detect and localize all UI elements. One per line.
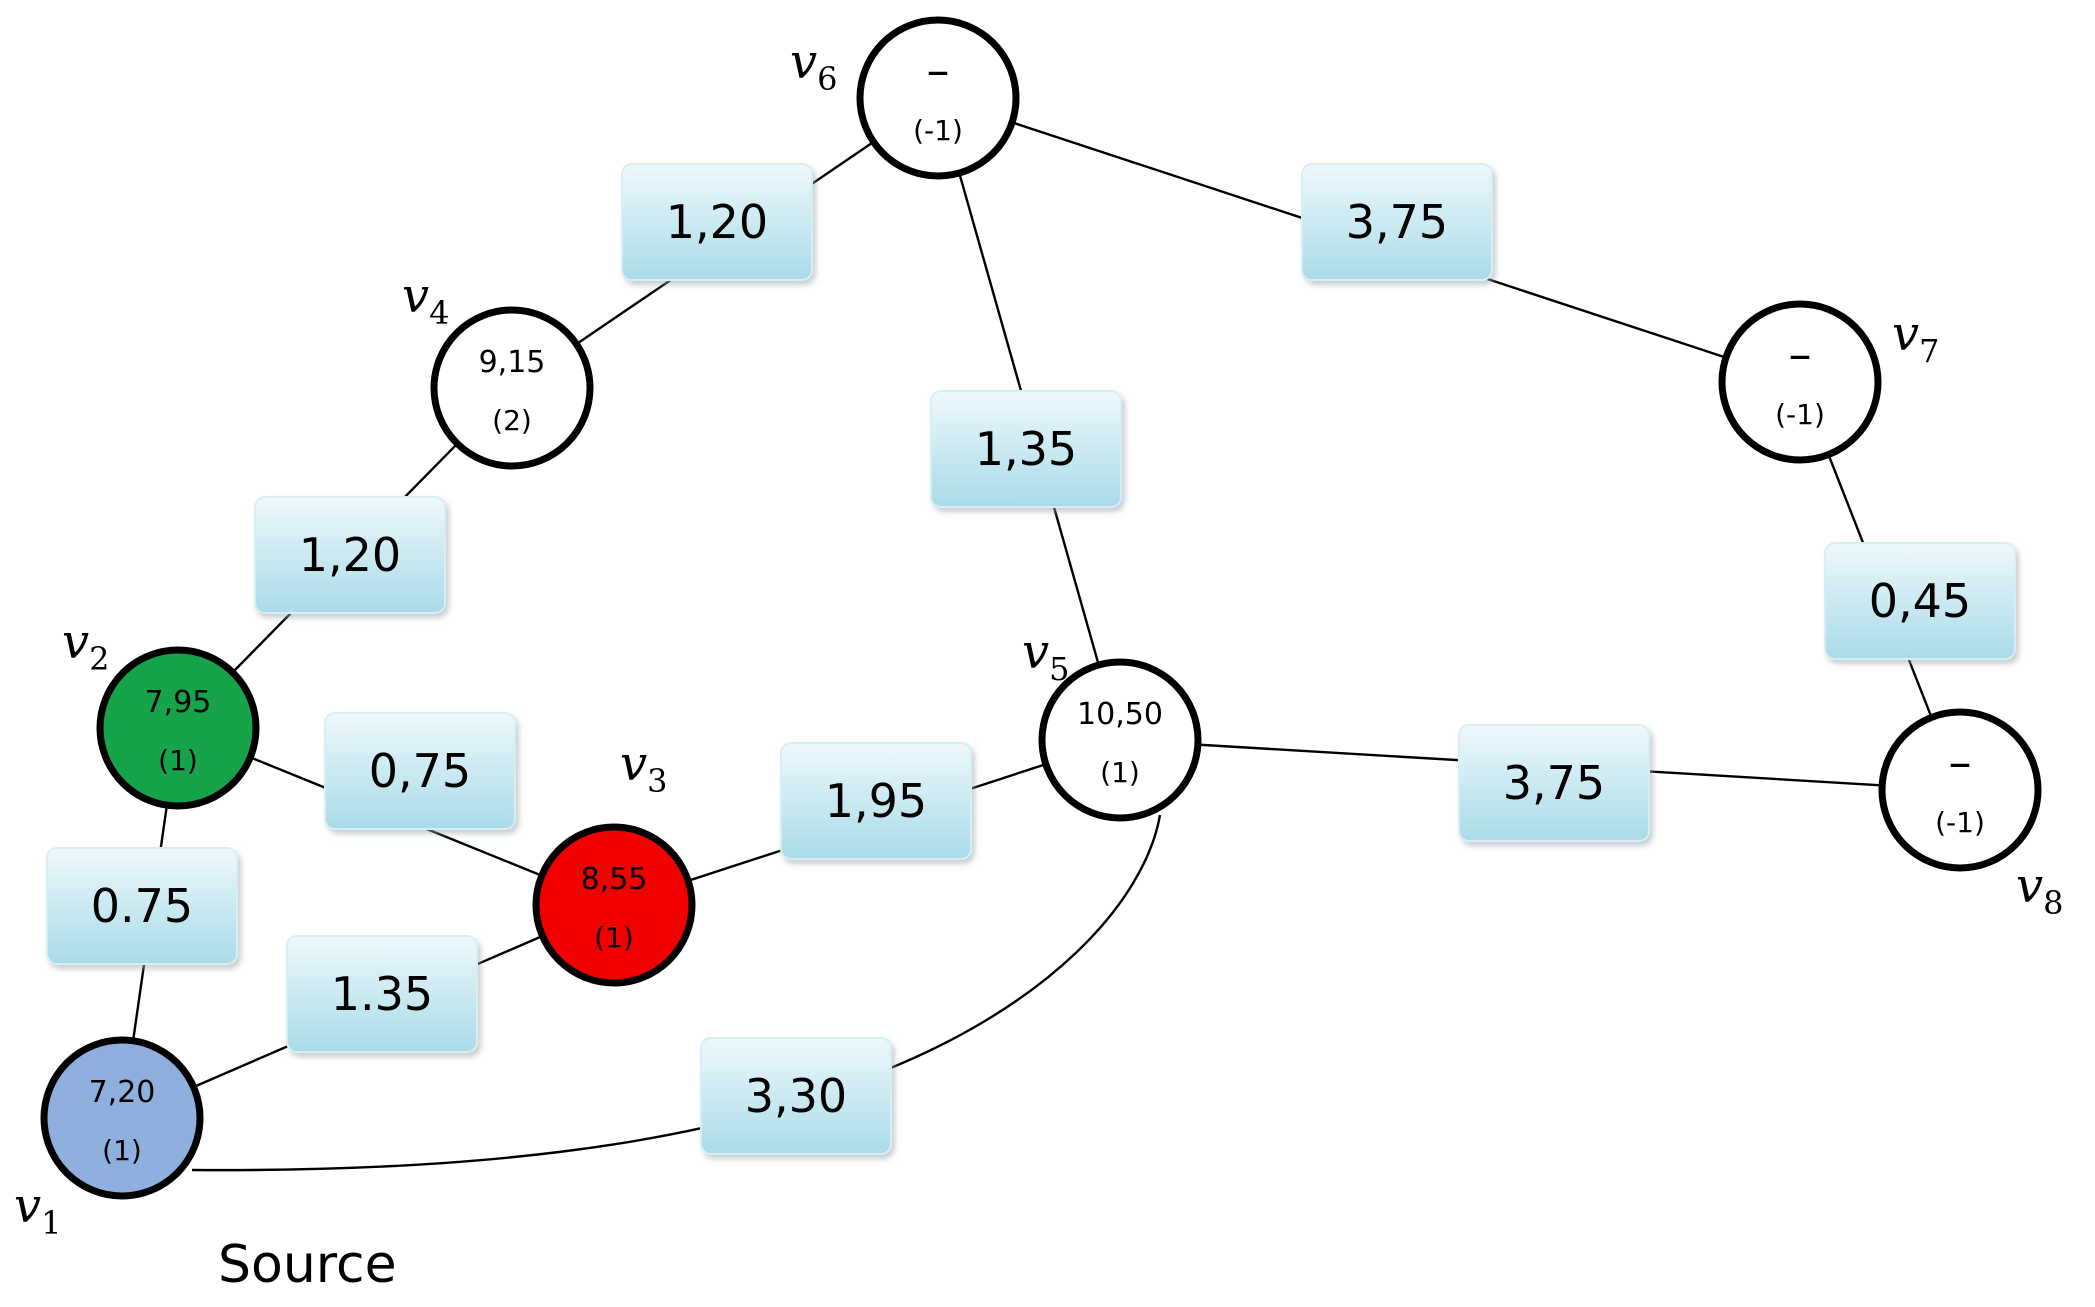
weight-box-bg — [700, 1037, 892, 1155]
edge-weight-label: 1.35 — [331, 967, 433, 1021]
edge-weight-label: 1,95 — [825, 774, 927, 828]
node-predecessor: (1) — [158, 744, 198, 777]
node-label-v2: v2 — [62, 614, 109, 678]
edge-weight-label: 1,20 — [666, 195, 768, 249]
node-predecessor: (-1) — [913, 114, 963, 147]
node-predecessor: (1) — [1100, 756, 1140, 789]
node-distance: 8,55 — [581, 862, 648, 897]
weight-box-v4-v6: 1,20 — [621, 163, 813, 281]
node-label-v3: v3 — [620, 736, 667, 800]
node-v1: 7,20 (1) v1 — [14, 1036, 204, 1242]
node-label-sub: 8 — [2043, 884, 2063, 922]
node-distance: – — [1789, 327, 1812, 381]
edge-weight-label: 1,35 — [975, 422, 1077, 476]
edge-weight-label: 0.75 — [91, 879, 193, 933]
node-label-name: v — [14, 1178, 41, 1234]
node-v5: 10,50 (1) v5 — [1022, 624, 1202, 822]
node-circle — [40, 1036, 204, 1200]
node-distance: 7,95 — [145, 685, 212, 720]
edge-weight-label: 3,30 — [745, 1069, 847, 1123]
node-v3: 8,55 (1) v3 — [532, 736, 696, 987]
edge-weight-label: 0,45 — [1869, 574, 1971, 628]
weight-box-bg — [254, 496, 446, 614]
node-label-name: v — [620, 736, 647, 792]
node-label-v7: v7 — [1892, 306, 1939, 370]
node-label-name: v — [2016, 858, 2043, 914]
weight-box-bg — [1824, 542, 2016, 660]
edge-weight-label: 3,75 — [1346, 195, 1448, 249]
node-predecessor: (1) — [594, 921, 634, 954]
node-v6: – (-1) v6 — [790, 16, 1020, 180]
node-circle — [1038, 658, 1202, 822]
node-circle — [1878, 708, 2042, 872]
node-v2: 7,95 (1) v2 — [62, 614, 260, 810]
weight-box-bg — [621, 163, 813, 281]
weight-box-bg — [286, 935, 478, 1053]
weight-boxes-layer: 0.75 1.35 3,30 0,75 1,20 1,20 1,95 1,35 3,75 3,75… — [46, 163, 2016, 1155]
edge-weight-label: 1,20 — [299, 528, 401, 582]
weight-box-v6-v7: 3,75 — [1301, 163, 1493, 281]
node-circle — [856, 16, 1020, 180]
node-circle — [96, 646, 260, 810]
node-predecessor: (-1) — [1775, 398, 1825, 431]
node-label-v1: v1 — [14, 1178, 61, 1242]
node-distance: 9,15 — [479, 345, 546, 380]
node-label-name: v — [1892, 306, 1919, 362]
weight-box-v1-v2: 0.75 — [46, 847, 238, 965]
node-label-sub: 4 — [429, 294, 449, 332]
weight-box-bg — [1458, 724, 1650, 842]
node-label-v6: v6 — [790, 34, 837, 98]
node-label-sub: 5 — [1049, 650, 1069, 688]
node-label-name: v — [1022, 624, 1049, 680]
weight-box-bg — [780, 742, 972, 860]
node-v8: – (-1) v8 — [1878, 708, 2063, 922]
node-label-name: v — [62, 614, 89, 670]
edge-weight-label: 0,75 — [369, 744, 471, 798]
node-v7: – (-1) v7 — [1718, 300, 1939, 464]
node-label-v8: v8 — [2016, 858, 2063, 922]
source-label: Source — [218, 1235, 397, 1295]
node-circle — [532, 823, 696, 987]
node-label-sub: 1 — [41, 1204, 61, 1242]
node-distance: – — [927, 43, 950, 97]
weight-box-bg — [1301, 163, 1493, 281]
weight-box-v6-v5: 1,35 — [930, 390, 1122, 508]
node-circle — [430, 306, 594, 470]
node-distance: 7,20 — [89, 1075, 156, 1110]
node-distance: 10,50 — [1077, 697, 1163, 732]
weight-box-v5-v8: 3,75 — [1458, 724, 1650, 842]
node-v4: 9,15 (2) v4 — [402, 268, 594, 470]
node-label-name: v — [402, 268, 429, 324]
node-label-v4: v4 — [402, 268, 449, 332]
node-label-sub: 3 — [647, 762, 667, 800]
weight-box-v1-v5: 3,30 — [700, 1037, 892, 1155]
node-predecessor: (1) — [102, 1134, 142, 1167]
weight-box-v1-v3: 1.35 — [286, 935, 478, 1053]
node-label-sub: 2 — [89, 640, 109, 678]
node-label-name: v — [790, 34, 817, 90]
node-label-sub: 7 — [1919, 332, 1939, 370]
weight-box-v2-v4: 1,20 — [254, 496, 446, 614]
nodes-layer: 7,20(1)v17,95(1)v28,55(1)v39,15(2)v410,5… — [14, 16, 2063, 1242]
node-label-sub: 6 — [817, 60, 837, 98]
weight-box-v3-v5: 1,95 — [780, 742, 972, 860]
weight-box-bg — [930, 390, 1122, 508]
node-circle — [1718, 300, 1882, 464]
weight-box-bg — [324, 712, 516, 830]
weight-box-v7-v8: 0,45 — [1824, 542, 2016, 660]
weight-box-bg — [46, 847, 238, 965]
node-predecessor: (2) — [492, 404, 532, 437]
node-predecessor: (-1) — [1935, 806, 1985, 839]
node-label-v5: v5 — [1022, 624, 1069, 688]
node-distance: – — [1949, 735, 1972, 789]
weight-box-v2-v3: 0,75 — [324, 712, 516, 830]
edge-weight-label: 3,75 — [1503, 756, 1605, 810]
